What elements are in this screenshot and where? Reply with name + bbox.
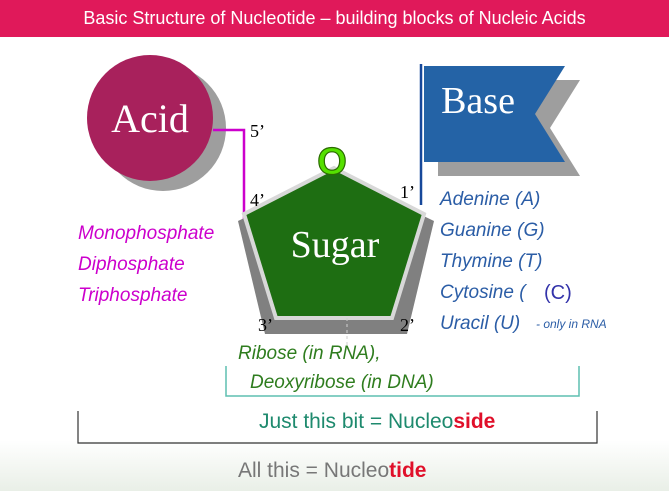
sugar-pentagon	[241, 165, 427, 320]
base-guanine: Guanine (G)	[440, 220, 545, 241]
base-flag	[424, 66, 565, 162]
phosphate-connector	[213, 128, 246, 225]
ring-oxygen: O	[317, 141, 347, 183]
acid-circle	[87, 55, 213, 181]
base-uracil: Uracil (U)	[440, 313, 520, 334]
nucleoside-label-prefix: Just this bit = Nucleo	[259, 410, 453, 433]
carbon-3-label: 3’	[258, 315, 273, 335]
acid-label: Acid	[111, 96, 189, 141]
phosphate-mono: Monophosphate	[78, 223, 214, 244]
carbon-1-label: 1’	[400, 182, 415, 202]
nucleotide-bracket	[77, 411, 598, 444]
phosphate-list: Monophosphate Diphosphate Triphosphate	[78, 223, 214, 306]
carbon-labels: 5’ 4’ 1’ 3’ 2’	[250, 121, 415, 335]
nucleotide-label-prefix: All this = Nucleo	[238, 459, 389, 482]
sugar-deoxyribose: Deoxyribose (in DNA)	[250, 372, 434, 393]
nucleoside-label-suffix: side	[453, 410, 495, 433]
uracil-note: - only in RNA	[536, 317, 607, 331]
carbon-2-label: 2’	[400, 315, 415, 335]
nucleoside-bracket	[225, 366, 580, 397]
nucleotide-label-suffix: tide	[389, 459, 426, 482]
base-label: Base	[441, 80, 515, 122]
phosphate-tri: Triphosphate	[78, 285, 188, 306]
nucleoside-label: Just this bit = Nucleoside	[259, 410, 495, 433]
carbon-5-label: 5’	[250, 121, 265, 141]
bottom-gradient	[0, 440, 669, 491]
acid-group: Acid	[87, 55, 226, 191]
base-thymine: Thymine (T)	[440, 251, 542, 272]
carbon-4-label: 4’	[250, 190, 265, 210]
nucleotide-label: All this = Nucleotide	[238, 459, 427, 482]
base-group: Base	[419, 64, 580, 205]
sugar-group: Sugar O	[238, 140, 434, 348]
page-title: Basic Structure of Nucleotide – building…	[0, 0, 669, 37]
sugar-ribose: Ribose (in RNA),	[238, 343, 381, 364]
sugar-label: Sugar	[291, 224, 380, 266]
cytosine-symbol: (C)	[544, 282, 572, 304]
sugar-types: Ribose (in RNA), Deoxyribose (in DNA)	[238, 343, 434, 393]
base-list: Adenine (A) Guanine (G) Thymine (T) Cyto…	[439, 189, 607, 334]
base-adenine: Adenine (A)	[439, 189, 540, 210]
base-cytosine: Cytosine (	[440, 282, 527, 303]
phosphate-di: Diphosphate	[78, 254, 185, 275]
